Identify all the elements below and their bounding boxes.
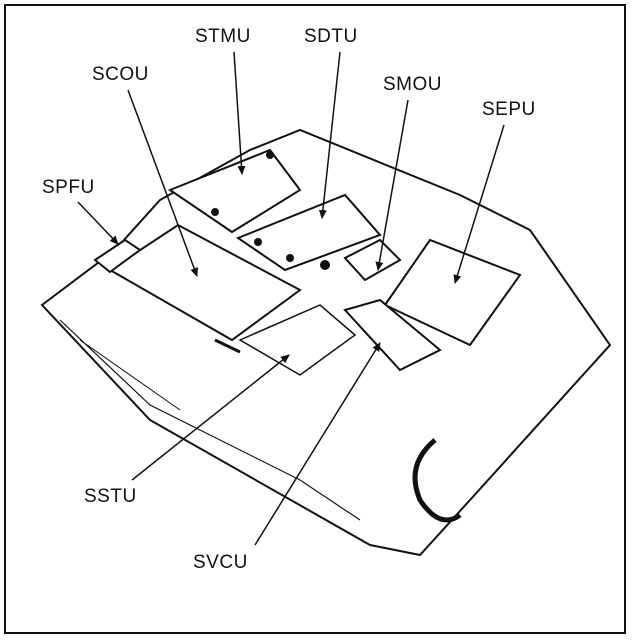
smou-module (320, 238, 402, 282)
arrow-stmu (233, 51, 246, 175)
label-spfu: SPFU (42, 177, 95, 198)
label-sdtu: SDTU (304, 26, 358, 47)
stmu-module (167, 148, 302, 234)
label-sstu: SSTU (84, 486, 137, 507)
main-board (40, 128, 612, 557)
svcu-module (343, 298, 442, 372)
label-stmu: STMU (195, 26, 251, 47)
scou-module (108, 223, 302, 354)
sepu-module (383, 238, 522, 347)
diagram-frame (4, 4, 626, 634)
arrow-spfu (77, 201, 119, 245)
spfu-module (93, 238, 142, 274)
arrow-sepu (453, 124, 505, 284)
sstu-area (238, 304, 357, 376)
label-smou: SMOU (383, 74, 442, 95)
sdtu-module (235, 193, 382, 272)
label-scou: SCOU (92, 64, 149, 85)
label-svcu: SVCU (193, 552, 248, 573)
label-sepu: SEPU (482, 99, 536, 120)
arrow-sstu (131, 354, 290, 481)
cable-loop (412, 438, 462, 523)
arrow-scou (127, 89, 198, 277)
arrow-svcu (254, 342, 381, 546)
callout-arrows (77, 51, 505, 546)
arrow-sdtu (318, 51, 341, 219)
arrow-smou (375, 99, 409, 271)
